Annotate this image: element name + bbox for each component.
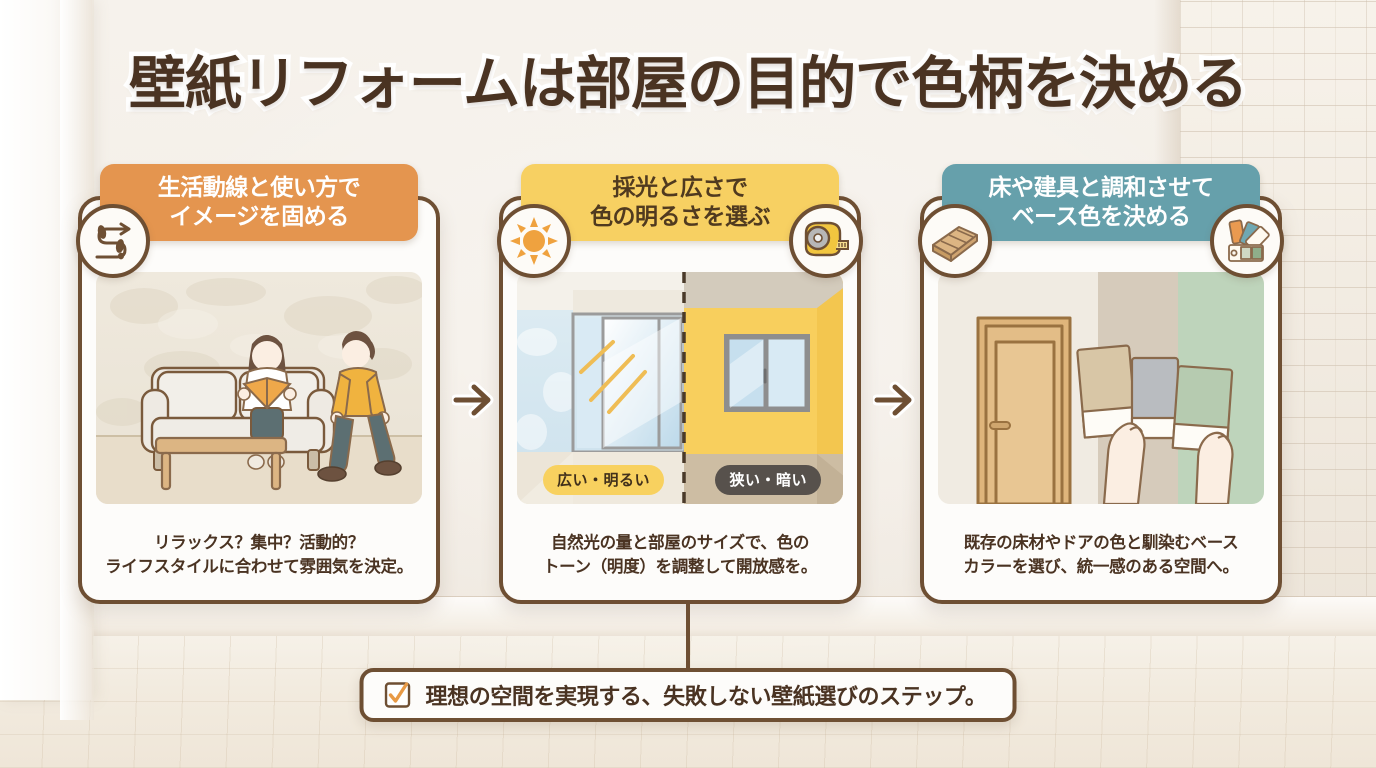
- summary-banner[interactable]: 理想の空間を実現する、失敗しない壁紙選びのステップ。: [359, 668, 1017, 722]
- header-line-2: ベース色を決める: [1011, 202, 1191, 229]
- header-line-1: 採光と広さで: [612, 174, 749, 200]
- pill-bright-label: 広い・明るい: [543, 465, 665, 495]
- step-card-3-illustration: [938, 272, 1264, 504]
- step-card-1-header: 生活動線と使い方で イメージを固める: [100, 164, 418, 241]
- arrow-right-icon-2: [873, 378, 919, 422]
- header-line-2: 色の明るさを選ぶ: [590, 202, 771, 229]
- step-card-2-header: 採光と広さで 色の明るさを選ぶ: [521, 164, 839, 241]
- caption-line-2: ライフスタイルに合わせて雰囲気を決定。: [105, 558, 413, 577]
- page-title: 壁紙リフォームは部屋の目的で色柄を決める: [124, 48, 1252, 121]
- step-card-1-illustration: [96, 272, 422, 504]
- step-card-2[interactable]: 採光と広さで 色の明るさを選ぶ: [497, 164, 863, 604]
- step-card-2-illustration: 広い・明るい 狭い・暗い: [517, 272, 843, 504]
- step-card-1[interactable]: 生活動線と使い方で イメージを固める: [76, 164, 440, 604]
- color-fan-swatch-icon: [1210, 204, 1284, 278]
- header-line-1: 床や建具と調和させて: [988, 174, 1215, 200]
- summary-banner-text: 理想の空間を実現する、失敗しない壁紙選びのステップ。: [425, 684, 987, 709]
- step-card-3-header: 床や建具と調和させて ベース色を決める: [942, 164, 1260, 241]
- caption-line-2: カラーを選び、統一感のある空間へ。: [963, 558, 1239, 577]
- arrow-right-icon: [452, 378, 498, 422]
- connector-center-vertical: [686, 604, 690, 668]
- caption-line-2: トーン（明度）を調整して開放感を。: [542, 558, 818, 577]
- header-line-1: 生活動線と使い方で: [157, 174, 361, 200]
- step-card-2-caption: 自然光の量と部屋のサイズで、色の トーン（明度）を調整して開放感を。: [515, 532, 845, 580]
- caption-line-1: 既存の床材やドアの色と馴染むベース: [963, 534, 1239, 553]
- footprints-path-icon: [76, 204, 150, 278]
- tape-measure-icon: [789, 204, 863, 278]
- wood-flooring-icon: [918, 204, 992, 278]
- caption-line-1: 自然光の量と部屋のサイズで、色の: [550, 534, 810, 553]
- checkbox-checked-icon: [384, 681, 412, 709]
- step-card-3[interactable]: 床や建具と調和させて ベース色を決める: [918, 164, 1284, 604]
- caption-line-1: リラックス？集中？活動的？: [153, 534, 365, 553]
- pill-dark-label: 狭い・暗い: [715, 465, 821, 495]
- step-card-3-caption: 既存の床材やドアの色と馴染むベース カラーを選び、統一感のある空間へ。: [936, 532, 1266, 580]
- header-line-2: イメージを固める: [169, 202, 349, 229]
- sun-icon: [497, 204, 571, 278]
- step-card-1-caption: リラックス？集中？活動的？ ライフスタイルに合わせて雰囲気を決定。: [94, 532, 424, 580]
